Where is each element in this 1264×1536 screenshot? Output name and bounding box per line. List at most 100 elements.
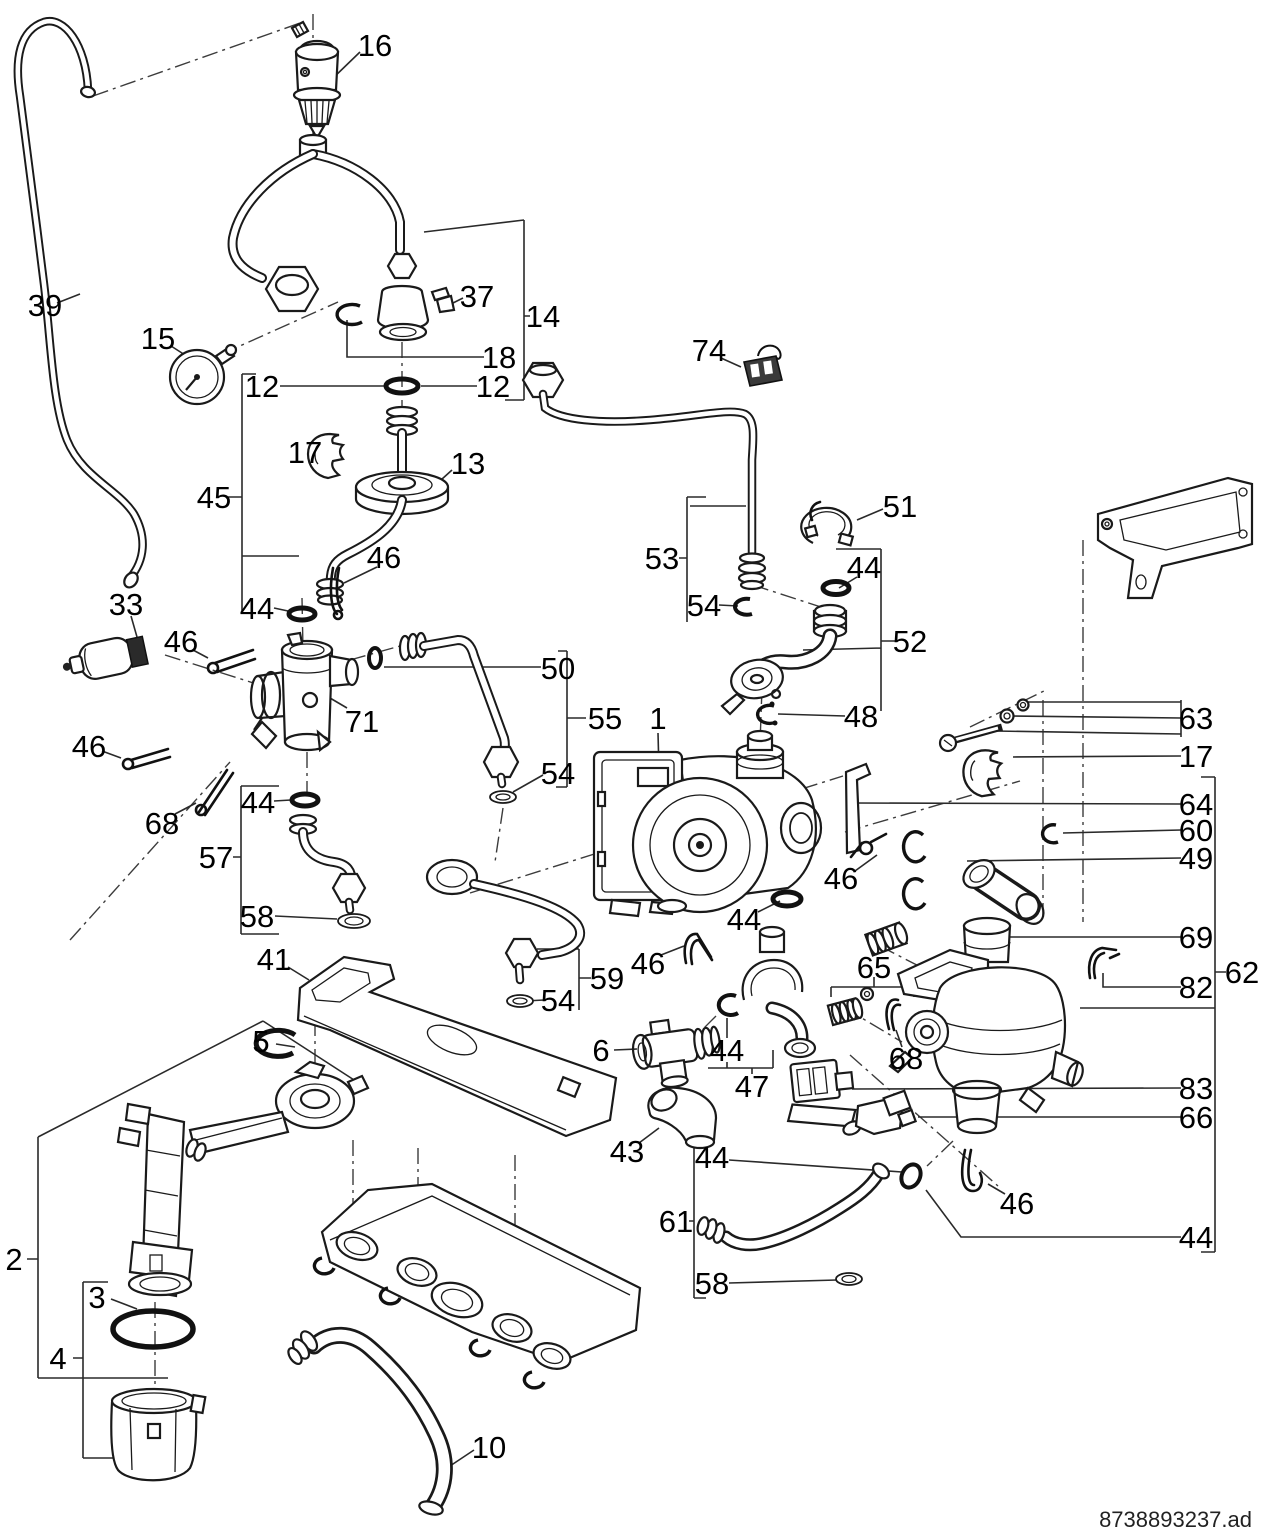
washer-58a: [337, 913, 371, 929]
part-pipe-59: [425, 858, 586, 985]
part-sensor-33: [62, 635, 149, 680]
leader-68a: [174, 802, 197, 815]
callout-83-52: 83: [1179, 1071, 1213, 1106]
part-pipe-50: [398, 631, 520, 789]
callout-6-48: 6: [592, 1033, 609, 1068]
parts: [13, 16, 1254, 1516]
oring-44d: [820, 579, 852, 597]
centerlines: [69, 14, 1084, 1398]
leader-54a: [512, 774, 544, 793]
part-valve-body-71: [249, 631, 360, 753]
spring-46a: [329, 566, 344, 621]
callout-66-53: 66: [1179, 1100, 1213, 1135]
part-hose-39: [13, 16, 147, 589]
callout-18-5: 18: [482, 340, 516, 375]
leader-43: [638, 1127, 660, 1144]
leader-58a: [274, 915, 338, 920]
callout-69-40: 69: [1179, 920, 1213, 955]
callout-61-55: 61: [659, 1204, 693, 1239]
leader-46d: [660, 945, 685, 956]
oring-44a: [286, 605, 318, 623]
callout-54-26: 54: [541, 756, 575, 791]
part-bracket-64: [844, 762, 872, 855]
part-valve-62: [888, 916, 1084, 1135]
leader-10: [449, 1449, 475, 1467]
bracket-4: [73, 1281, 148, 1459]
part-trap-2: [116, 1060, 370, 1298]
part-connector-74: [743, 344, 783, 387]
drawing-number: 8738893237.ad: [1099, 1507, 1252, 1532]
callout-46-38: 46: [824, 861, 858, 896]
callout-58-31: 58: [240, 899, 274, 934]
part-screws-63: [938, 698, 1030, 753]
bracket-55: [556, 650, 586, 788]
oring-12: [383, 376, 421, 396]
callout-48-19: 48: [844, 699, 878, 734]
ring-60a: [901, 830, 927, 864]
leader-51: [856, 508, 884, 521]
part-sensor-66: [842, 1089, 918, 1136]
oring-44g: [289, 791, 321, 809]
callout-46-45: 46: [631, 946, 665, 981]
leader-41: [287, 966, 310, 981]
part-gauge-15: [168, 343, 238, 406]
callout-55-24: 55: [588, 701, 622, 736]
leader-64: [852, 802, 1182, 805]
oring-18: [335, 302, 363, 327]
callout-58-56: 58: [695, 1266, 729, 1301]
callout-63-33: 63: [1179, 701, 1213, 736]
bracket-62: [1080, 776, 1226, 1253]
callout-10-63: 10: [472, 1430, 506, 1465]
part-clip-17b: [959, 746, 1004, 800]
callout-39-1: 39: [28, 288, 62, 323]
leader-60: [1062, 829, 1182, 834]
callout-82-41: 82: [1179, 970, 1213, 1005]
spring-68b: [885, 998, 902, 1032]
callout-51-14: 51: [883, 489, 917, 524]
callout-15-2: 15: [141, 321, 175, 356]
leader-49: [966, 857, 1182, 862]
part-air-vent-16: [290, 20, 342, 141]
part-elbow-49: [962, 859, 1045, 925]
part-pump-1: [592, 729, 823, 918]
callout-62-42: 62: [1225, 955, 1259, 990]
oring-54b: [733, 596, 753, 617]
callout-54-16: 54: [687, 588, 721, 623]
bracket-44-47: [708, 1018, 774, 1074]
bracket-52: [802, 548, 896, 711]
callout-54-47: 54: [541, 983, 575, 1018]
callout-68-44: 68: [889, 1041, 923, 1076]
ring-49a: [901, 877, 927, 911]
part-elbow-52: [720, 603, 848, 716]
callout-44-54: 44: [695, 1140, 729, 1175]
bracket-65: [830, 977, 915, 997]
callout-47-50: 47: [735, 1069, 769, 1104]
bracket-63: [993, 700, 1182, 737]
spring-46g: [206, 648, 257, 675]
leader-46b: [101, 750, 122, 759]
spring-46b: [121, 747, 172, 771]
washer-54c: [506, 994, 534, 1008]
callout-44-58: 44: [1179, 1220, 1213, 1255]
leader-74: [720, 357, 742, 368]
part-elbow-43: [647, 1086, 718, 1150]
callout-68-28: 68: [145, 806, 179, 841]
leader-17b: [1012, 755, 1182, 758]
callout-59-46: 59: [590, 961, 624, 996]
callout-16-0: 16: [358, 28, 392, 63]
spring-46d: [683, 932, 714, 966]
callout-43-51: 43: [610, 1134, 644, 1169]
callout-46-11: 46: [367, 540, 401, 575]
spring-82: [1087, 946, 1121, 980]
part-valve-6: [631, 1018, 721, 1089]
oring-5: [253, 1027, 297, 1059]
leader-5: [275, 1043, 296, 1048]
callout-12-6: 12: [245, 369, 279, 404]
callout-60-36: 60: [1179, 813, 1213, 848]
leader-48: [777, 713, 846, 717]
part-fitting-47: [741, 925, 817, 1059]
bracket-53: [679, 496, 746, 622]
oring-3: [110, 1308, 196, 1350]
circlip-48: [755, 703, 777, 726]
